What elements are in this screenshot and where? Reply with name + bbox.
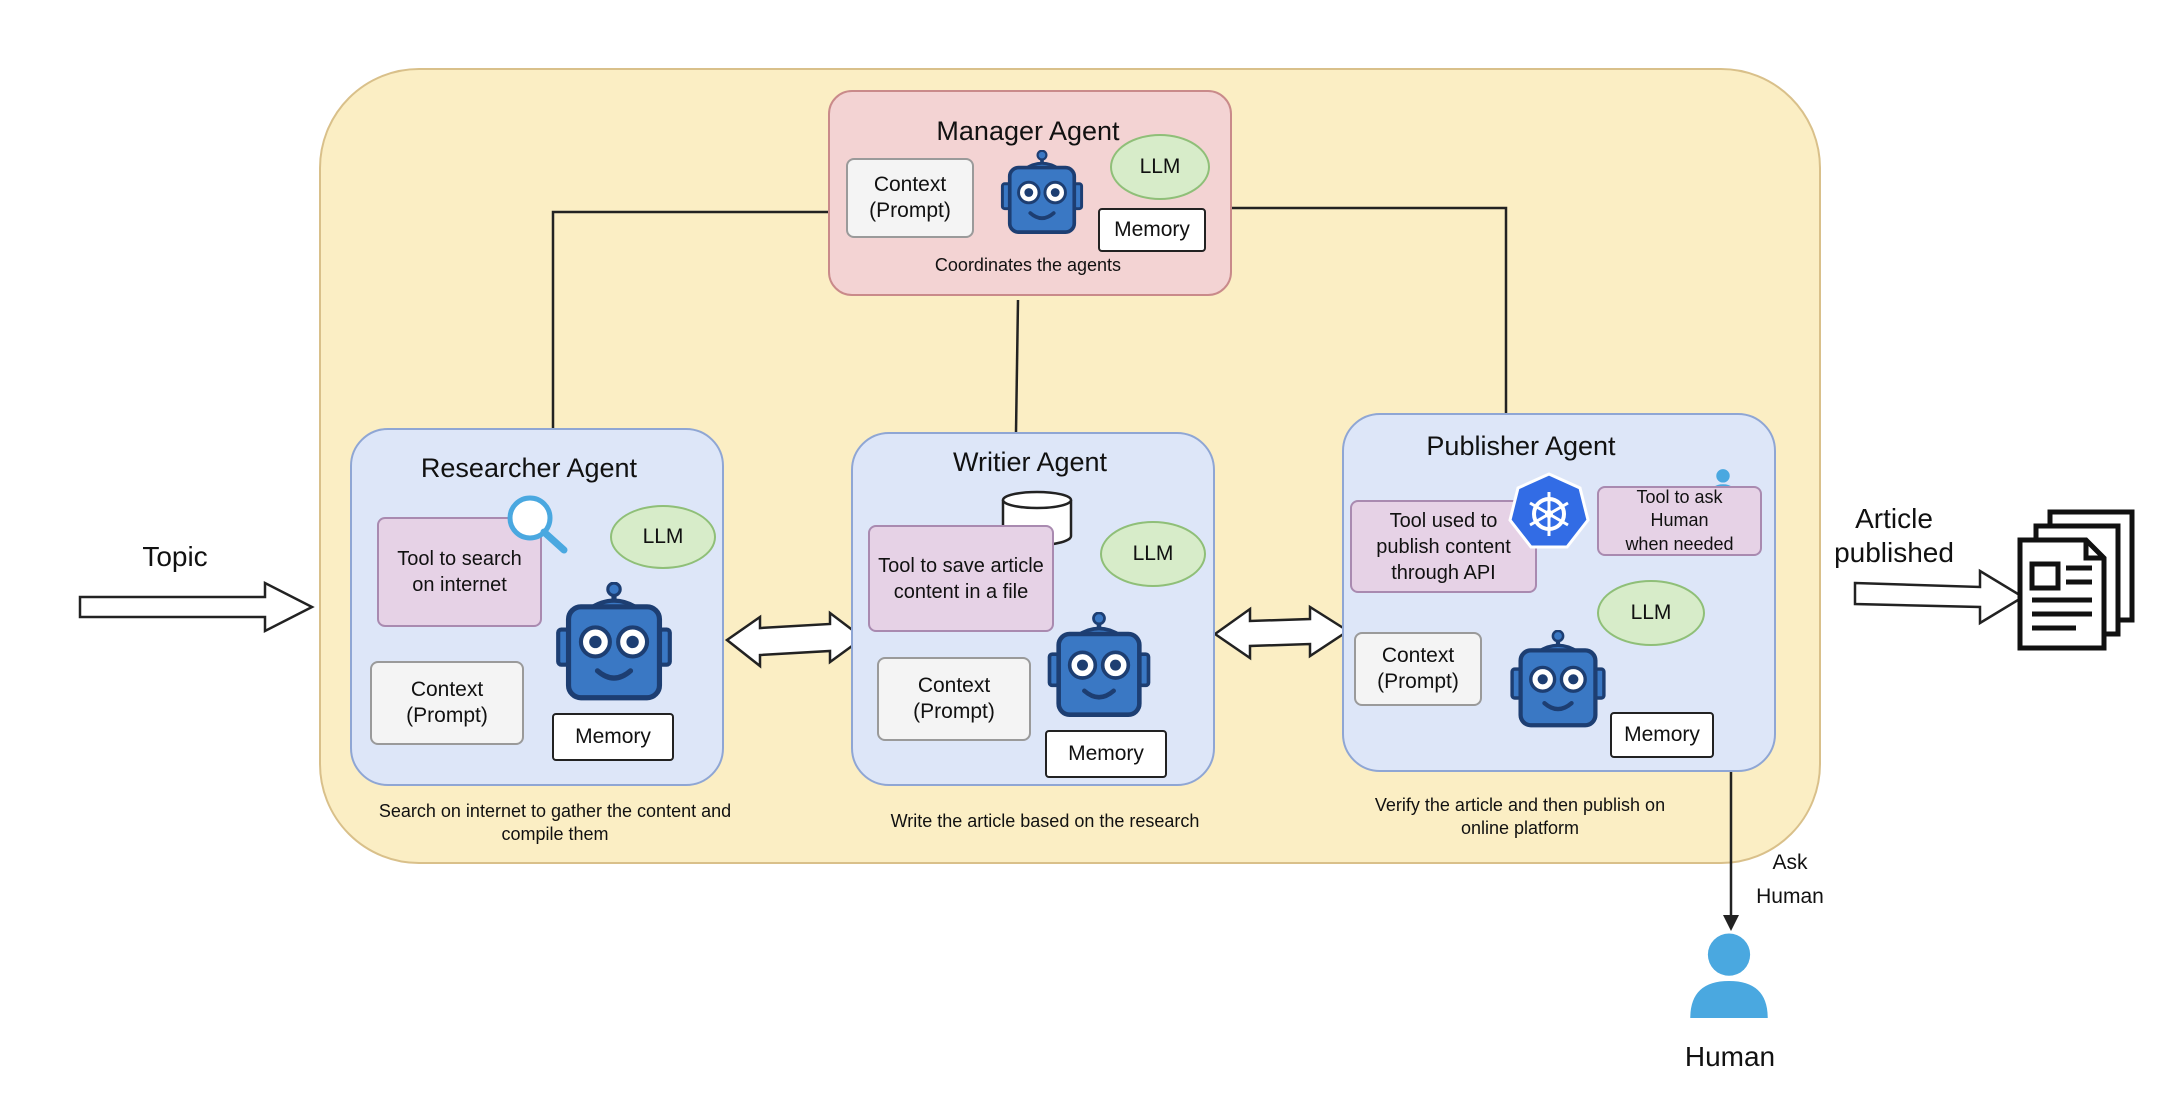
writer-tool-box: Tool to save article content in a file [868, 525, 1054, 632]
human-label: Human [1684, 1041, 1776, 1072]
publisher-description: Verify the article and then publish on o… [1374, 795, 1666, 839]
article-published-label: Article published [1834, 503, 1954, 568]
writer-memory-box: Memory [1045, 730, 1167, 778]
manager-memory-box: Memory [1098, 208, 1206, 252]
publisher-llm: LLM [1597, 580, 1705, 646]
publisher-memory-box: Memory [1610, 712, 1714, 758]
ask-human-label: Ask Human [1756, 851, 1824, 908]
researcher-llm: LLM [610, 505, 716, 569]
ask-human-tool-box: Tool to ask Human when needed [1597, 486, 1762, 556]
manager-llm: LLM [1110, 134, 1210, 200]
publisher-agent-title: Publisher Agent [1426, 431, 1616, 461]
manager-context-box: Context (Prompt) [846, 158, 974, 238]
manager-agent-title: Manager Agent [936, 116, 1120, 146]
robot-icon [549, 582, 679, 706]
writer-llm: LLM [1100, 521, 1206, 587]
robot-icon [1503, 630, 1613, 732]
publisher-context-box: Context (Prompt) [1354, 632, 1482, 706]
writer-agent-title: Writier Agent [952, 447, 1108, 477]
researcher-agent-title: Researcher Agent [420, 453, 638, 483]
person-icon [1685, 928, 1773, 1020]
researcher-description: Search on internet to gather the content… [378, 801, 732, 845]
topic-label: Topic [142, 541, 208, 572]
writer-description: Write the article based on the research [890, 811, 1200, 831]
helm-wheel-icon [1508, 472, 1590, 549]
researcher-context-box: Context (Prompt) [370, 661, 524, 745]
robot-icon [998, 150, 1086, 238]
researcher-memory-box: Memory [552, 713, 674, 761]
document-icon [2017, 509, 2135, 651]
robot-icon [1043, 612, 1155, 722]
manager-description: Coordinates the agents [934, 255, 1122, 275]
writer-context-box: Context (Prompt) [877, 657, 1031, 741]
publisher-tool-box: Tool used to publish content through API [1350, 500, 1537, 593]
search-icon [507, 495, 568, 554]
researcher-tool-box: Tool to search on internet [377, 517, 542, 627]
